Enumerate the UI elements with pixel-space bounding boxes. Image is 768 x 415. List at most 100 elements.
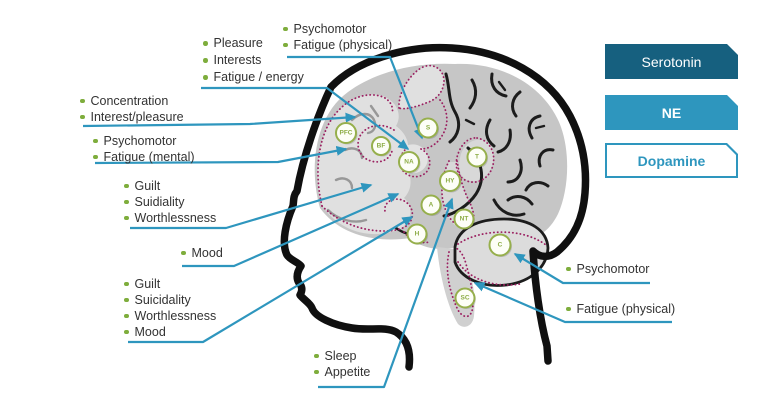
callout-item-label: Psychomotor [293,22,367,36]
callout-item: Fatigue / energy [203,69,304,86]
legend-box-fill [605,95,738,130]
bullet-icon [314,369,319,375]
brain-node-label: S [426,125,431,132]
callout-mood: Mood [181,245,223,261]
bullet-icon [203,58,208,63]
callout-item-label: Fatigue (physical) [293,38,393,52]
bullet-icon [566,306,571,312]
callout-item-label: Fatigue (physical) [576,302,676,316]
brain-node-label: T [475,154,479,161]
callout-item-label: Worthlessness [134,211,217,225]
callout-line-psychomotor-right [513,253,650,285]
callout-item-label: Interests [213,53,262,67]
legend-box-fill [605,44,738,79]
legend-item-serotonin: Serotonin [605,44,738,79]
brain-node-HY: HY [439,170,462,193]
brain-node-A: A [420,194,442,216]
callout-item: Psychomotor [93,133,195,149]
bullet-icon [93,138,98,144]
callout-item: Pleasure [203,35,304,52]
brain-node-label: C [498,242,503,249]
brain-node-label: BF [377,143,386,150]
legend-label: Serotonin [641,53,702,70]
callout-item: Suicidality [124,292,216,308]
brain-node-NT: NT [453,208,475,230]
callout-item: Worthlessness [124,210,216,226]
callout-item-label: Fatigue / energy [213,70,304,84]
callout-item-label: Interest/pleasure [90,110,184,124]
bullet-icon [124,329,129,335]
callout-line-sleep-appetite [318,197,454,389]
callout-item: Interests [203,52,304,69]
brain-node-H: H [406,223,428,245]
callout-item: Mood [124,324,216,340]
callout-item-label: Suicidality [134,293,191,307]
bullet-icon [566,266,571,272]
legend-box-inner [607,145,736,176]
bullet-icon [314,353,319,359]
callout-item-label: Pleasure [213,36,263,50]
callout-item: Sleep [314,348,370,364]
callout-item-label: Psychomotor [576,262,650,276]
brain-nodes: PFC BF NA S T HY A NT H C SC [335,117,512,309]
callout-item-label: Sleep [324,349,357,363]
callout-item: Concentration [80,93,184,109]
bullet-icon [181,250,186,256]
callout-line-psychomotor-mental [94,145,348,165]
callout-line-mood [182,192,400,268]
bullet-icon [283,42,288,48]
brain-node-label: PFC [340,130,353,137]
callout-item-label: Appetite [324,365,371,379]
brain-node-SC: SC [454,287,476,309]
brain-node-label: H [415,231,420,238]
callout-item: Worthlessness [124,308,216,324]
bullet-icon [124,297,129,303]
callout-line-concentration [82,112,357,128]
brain-node-label: NT [460,216,469,223]
callout-item-label: Fatigue (mental) [103,150,195,164]
bullet-icon [93,154,98,160]
callout-psychomotor-right: Psychomotor [566,261,649,277]
brain-node-label: SC [460,295,469,302]
bullet-icon [80,114,85,120]
bullet-icon [283,26,288,32]
callout-item-label: Worthlessness [134,309,217,323]
bullet-icon [80,98,85,104]
brain-node-label: HY [445,178,455,185]
callout-item-label: Concentration [90,94,169,108]
callout-line-guilt-lower [128,216,414,344]
brain-node-S: S [417,117,439,139]
callout-item: Suidiality [124,194,216,210]
brain-node-label: A [429,202,434,209]
callout-item: Interest/pleasure [80,109,184,125]
callout-line-psychomotor-fatigue-top [287,55,424,140]
bullet-icon [124,183,129,189]
callout-item: Psychomotor [566,261,649,277]
callout-item: Fatigue (mental) [93,149,195,165]
callout-item: Psychomotor [283,21,392,37]
legend-label: Dopamine [637,152,706,169]
legend: Serotonin NE Dopamine [605,44,738,179]
bullet-icon [203,75,208,80]
callout-line-guilt-upper [130,182,373,230]
callout-item-label: Mood [134,325,166,339]
callout-item-label: Mood [191,246,223,260]
bullet-icon [124,281,129,287]
head-outline [280,43,590,371]
callout-item-label: Guilt [134,179,161,193]
callout-item: Guilt [124,276,216,292]
legend-item-ne: NE [605,95,738,130]
callout-item-label: Psychomotor [103,134,177,148]
brain-node-label: NA [404,159,414,166]
bullet-icon [124,313,129,319]
brain-node-C: C [488,233,512,257]
callout-fatigue-right: Fatigue (physical) [566,301,675,317]
callout-item: Fatigue (physical) [283,37,392,53]
